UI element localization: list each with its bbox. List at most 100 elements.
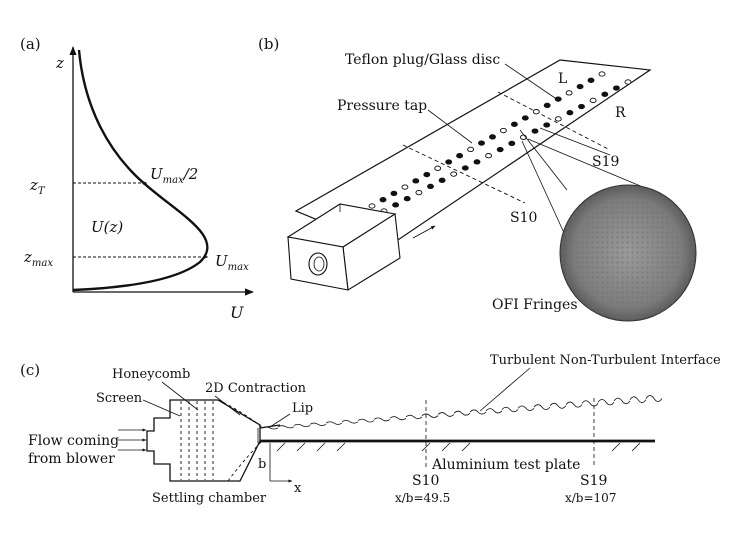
pressure-tap-hole	[508, 140, 516, 147]
hatch-mark	[276, 442, 286, 452]
zmax-label: zmax	[23, 248, 53, 269]
tnti-curve	[261, 395, 663, 430]
pressure-tap-hole	[478, 140, 485, 146]
teflon-plug-label: Teflon plug/Glass disc	[345, 52, 500, 68]
u-half-label: Umax/2	[150, 165, 198, 186]
s10-station-label: S10	[412, 473, 439, 489]
pressure-tap-hole	[473, 159, 481, 165]
pressure-tap-hole	[485, 153, 493, 159]
zt-label: zT	[29, 176, 46, 197]
flow-coming-label: Flow coming	[28, 433, 119, 449]
u-max-label: Umax	[215, 252, 249, 273]
pressure-tap-hole	[543, 122, 551, 128]
screen-label: Screen	[96, 391, 143, 406]
pressure-tap-hole	[589, 97, 597, 104]
honeycomb-leader	[161, 381, 199, 411]
hatch-mark	[461, 442, 471, 452]
s19-label: S19	[592, 154, 619, 170]
s19-station-label: S19	[580, 473, 607, 489]
pressure-tap-hole	[427, 183, 434, 190]
pressure-tap-hole	[612, 85, 620, 91]
pressure-taps	[368, 71, 632, 214]
lip-label: Lip	[292, 401, 313, 416]
ofi-leader-2	[527, 138, 651, 191]
from-blower-label: from blower	[28, 451, 115, 467]
pressure-tap-hole	[461, 165, 469, 171]
settling-chamber-label: Settling chamber	[152, 491, 267, 506]
pressure-tap-hole	[531, 128, 539, 134]
pressure-tap-hole	[489, 134, 496, 140]
s19-leader	[539, 127, 611, 156]
s19-position-label: x/b=107	[565, 491, 616, 505]
pressure-tap-hole	[521, 115, 529, 121]
s10-section-line	[402, 144, 526, 204]
tnti-label: Turbulent Non-Turbulent Interface	[490, 353, 721, 368]
velocity-profile-curve	[72, 49, 209, 292]
profile-label: U(z)	[91, 218, 123, 236]
pressure-tap-hole	[598, 71, 606, 77]
pressure-tap-hole	[379, 197, 387, 203]
hatch-mark	[421, 442, 431, 452]
hatch-mark	[316, 442, 326, 452]
contraction-leader	[214, 395, 241, 416]
pressure-tap-hole	[450, 171, 458, 177]
pressure-tap-hole	[403, 196, 411, 202]
pressure-tap-hole	[578, 103, 585, 110]
contraction-label: 2D Contraction	[205, 381, 307, 396]
pressure-tap-hole	[412, 178, 420, 184]
s10-label: S10	[510, 210, 537, 226]
z-axis-label: z	[55, 54, 64, 72]
pressure-tap-hole	[499, 127, 507, 134]
pressure-tap-hole	[543, 102, 551, 109]
pressure-tap-hole	[496, 146, 504, 153]
teflon-leader	[504, 63, 559, 101]
hatch-mark	[611, 442, 621, 452]
pressure-tap-hole	[565, 90, 573, 96]
pressure-tap-hole	[456, 153, 464, 159]
inlet-box	[286, 203, 401, 291]
pressure-tap-hole	[445, 159, 453, 165]
pressure-tap-hole	[587, 77, 595, 83]
pressure-tap-hole	[434, 165, 442, 171]
pressure-tap-hole	[624, 79, 632, 85]
flow-arrow-b	[412, 225, 436, 239]
pressure-tap-hole	[401, 184, 409, 190]
panel-c: (c) Turbulent Non-Turbulent Interface b	[20, 353, 721, 506]
hatch-mark	[441, 442, 451, 452]
aluminium-plate-label: Aluminium test plate	[431, 457, 580, 473]
pressure-tap-hole	[368, 203, 376, 209]
pressure-tap-hole	[601, 91, 609, 97]
pressure-tap-hole	[576, 83, 584, 90]
right-label: R	[615, 105, 626, 121]
plate-hatching	[276, 442, 641, 452]
pressure-tap-label: Pressure tap	[337, 98, 427, 114]
panel-b: (b) Teflon plug/Glass disc Pressure tap …	[258, 35, 697, 322]
pressure-tap-hole	[510, 121, 518, 127]
b-label: b	[258, 457, 266, 472]
left-label: L	[558, 71, 567, 87]
panel-b-label: (b)	[258, 35, 279, 53]
panel-a-label: (a)	[20, 35, 41, 53]
s10-leader	[519, 129, 568, 191]
hatch-mark	[631, 442, 641, 452]
x-label: x	[294, 481, 302, 496]
hatch-mark	[336, 442, 346, 452]
contraction-curve	[217, 399, 263, 428]
u-axis-label: U	[230, 303, 244, 322]
s10-position-label: x/b=49.5	[395, 491, 450, 505]
panel-c-label: (c)	[20, 361, 40, 379]
hatch-mark	[296, 442, 306, 452]
pressure-tap-hole	[554, 96, 562, 102]
pressure-tap-hole	[566, 110, 574, 116]
settling-chamber	[146, 399, 263, 482]
pressure-tap-hole	[423, 171, 431, 178]
s19-section-line	[497, 91, 611, 151]
pressure-tap-hole	[390, 190, 398, 197]
pressure-tap-hole	[467, 146, 475, 153]
pressure-tap-hole	[438, 177, 446, 183]
pressure-tap-leader	[427, 109, 473, 144]
ofi-leader-1	[521, 140, 566, 236]
pressure-tap-hole	[392, 202, 400, 208]
tnti-leader	[479, 367, 531, 412]
